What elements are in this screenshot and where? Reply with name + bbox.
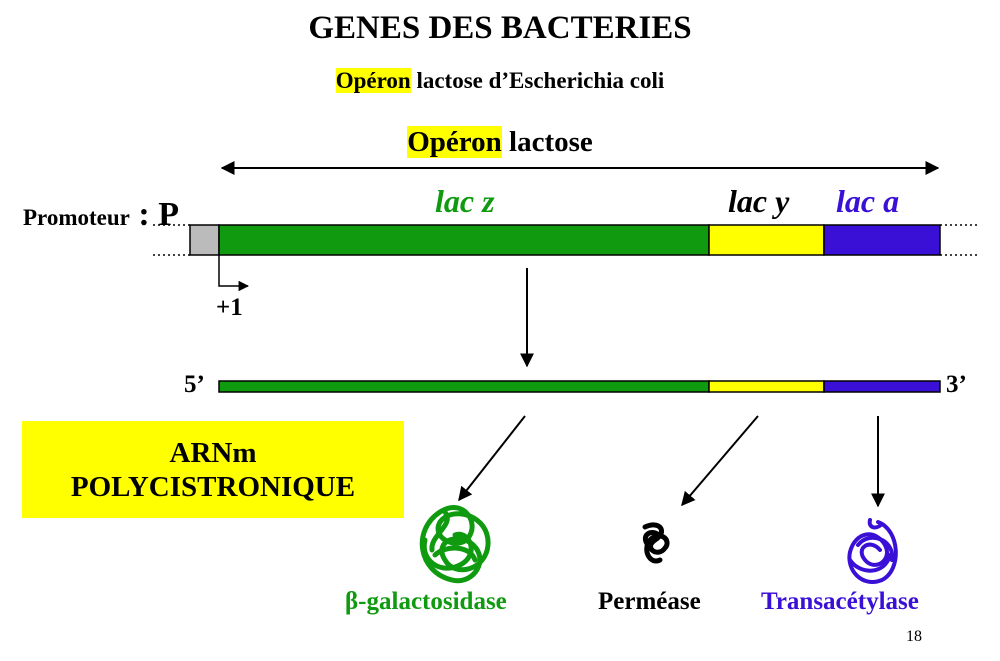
translation-arrow-galactosidase [458,415,526,502]
translation-arrow-permease [681,415,759,507]
gene-lacy-bar [708,224,825,256]
transcription-start-arrow [218,255,250,292]
gene-laca-bar [823,224,941,256]
mrna-lacz-segment [218,380,710,393]
transacetylase-protein-icon [847,518,898,584]
arnm-polycistronique-box: ARNm POLYCISTRONIQUE [22,421,404,518]
mrna-laca-segment [823,380,941,393]
gene-label-laca: lac a [836,183,900,219]
operon-label-highlight: Opéron [407,126,502,158]
promoter-box [189,224,220,256]
protein-label-galactosidase: β-galactosidase [345,588,507,615]
operon-label-rest: lactose [501,126,593,158]
page-title: GENES DES BACTERIES [308,10,692,46]
gene-label-lacy: lac y [728,183,790,219]
gene-label-lacz: lac z [435,183,495,219]
mrna-five-end-label: 5’ [184,371,205,398]
protein-label-transacetylase: Transacétylase [761,588,919,615]
promoter-label-text: Promoteur [23,205,130,230]
arnm-box-line2: POLYCISTRONIQUE [70,470,356,503]
subtitle-rest: lactose d’Escherichia coli [410,68,665,93]
permease-protein-icon [642,522,670,564]
protein-label-permease: Perméase [598,588,701,615]
mrna-three-end-label: 3’ [946,371,967,398]
operon-label: Opéron lactose [0,126,1000,159]
arnm-box-line1: ARNm [169,436,257,469]
start-site-label: +1 [216,294,243,321]
page-number: 18 [906,628,922,645]
promoter-letter: P [158,196,179,233]
subtitle-highlight: Opéron [335,68,411,93]
gene-lacz-bar [218,224,710,256]
galactosidase-protein-icon [419,505,491,584]
mrna-lacy-segment [708,380,825,393]
promoter-label: Promoteur : P [23,196,179,234]
promoter-colon: : [129,196,159,233]
subtitle: Opéron lactose d’Escherichia coli [0,68,1000,94]
dna-flank-dots [153,224,978,256]
